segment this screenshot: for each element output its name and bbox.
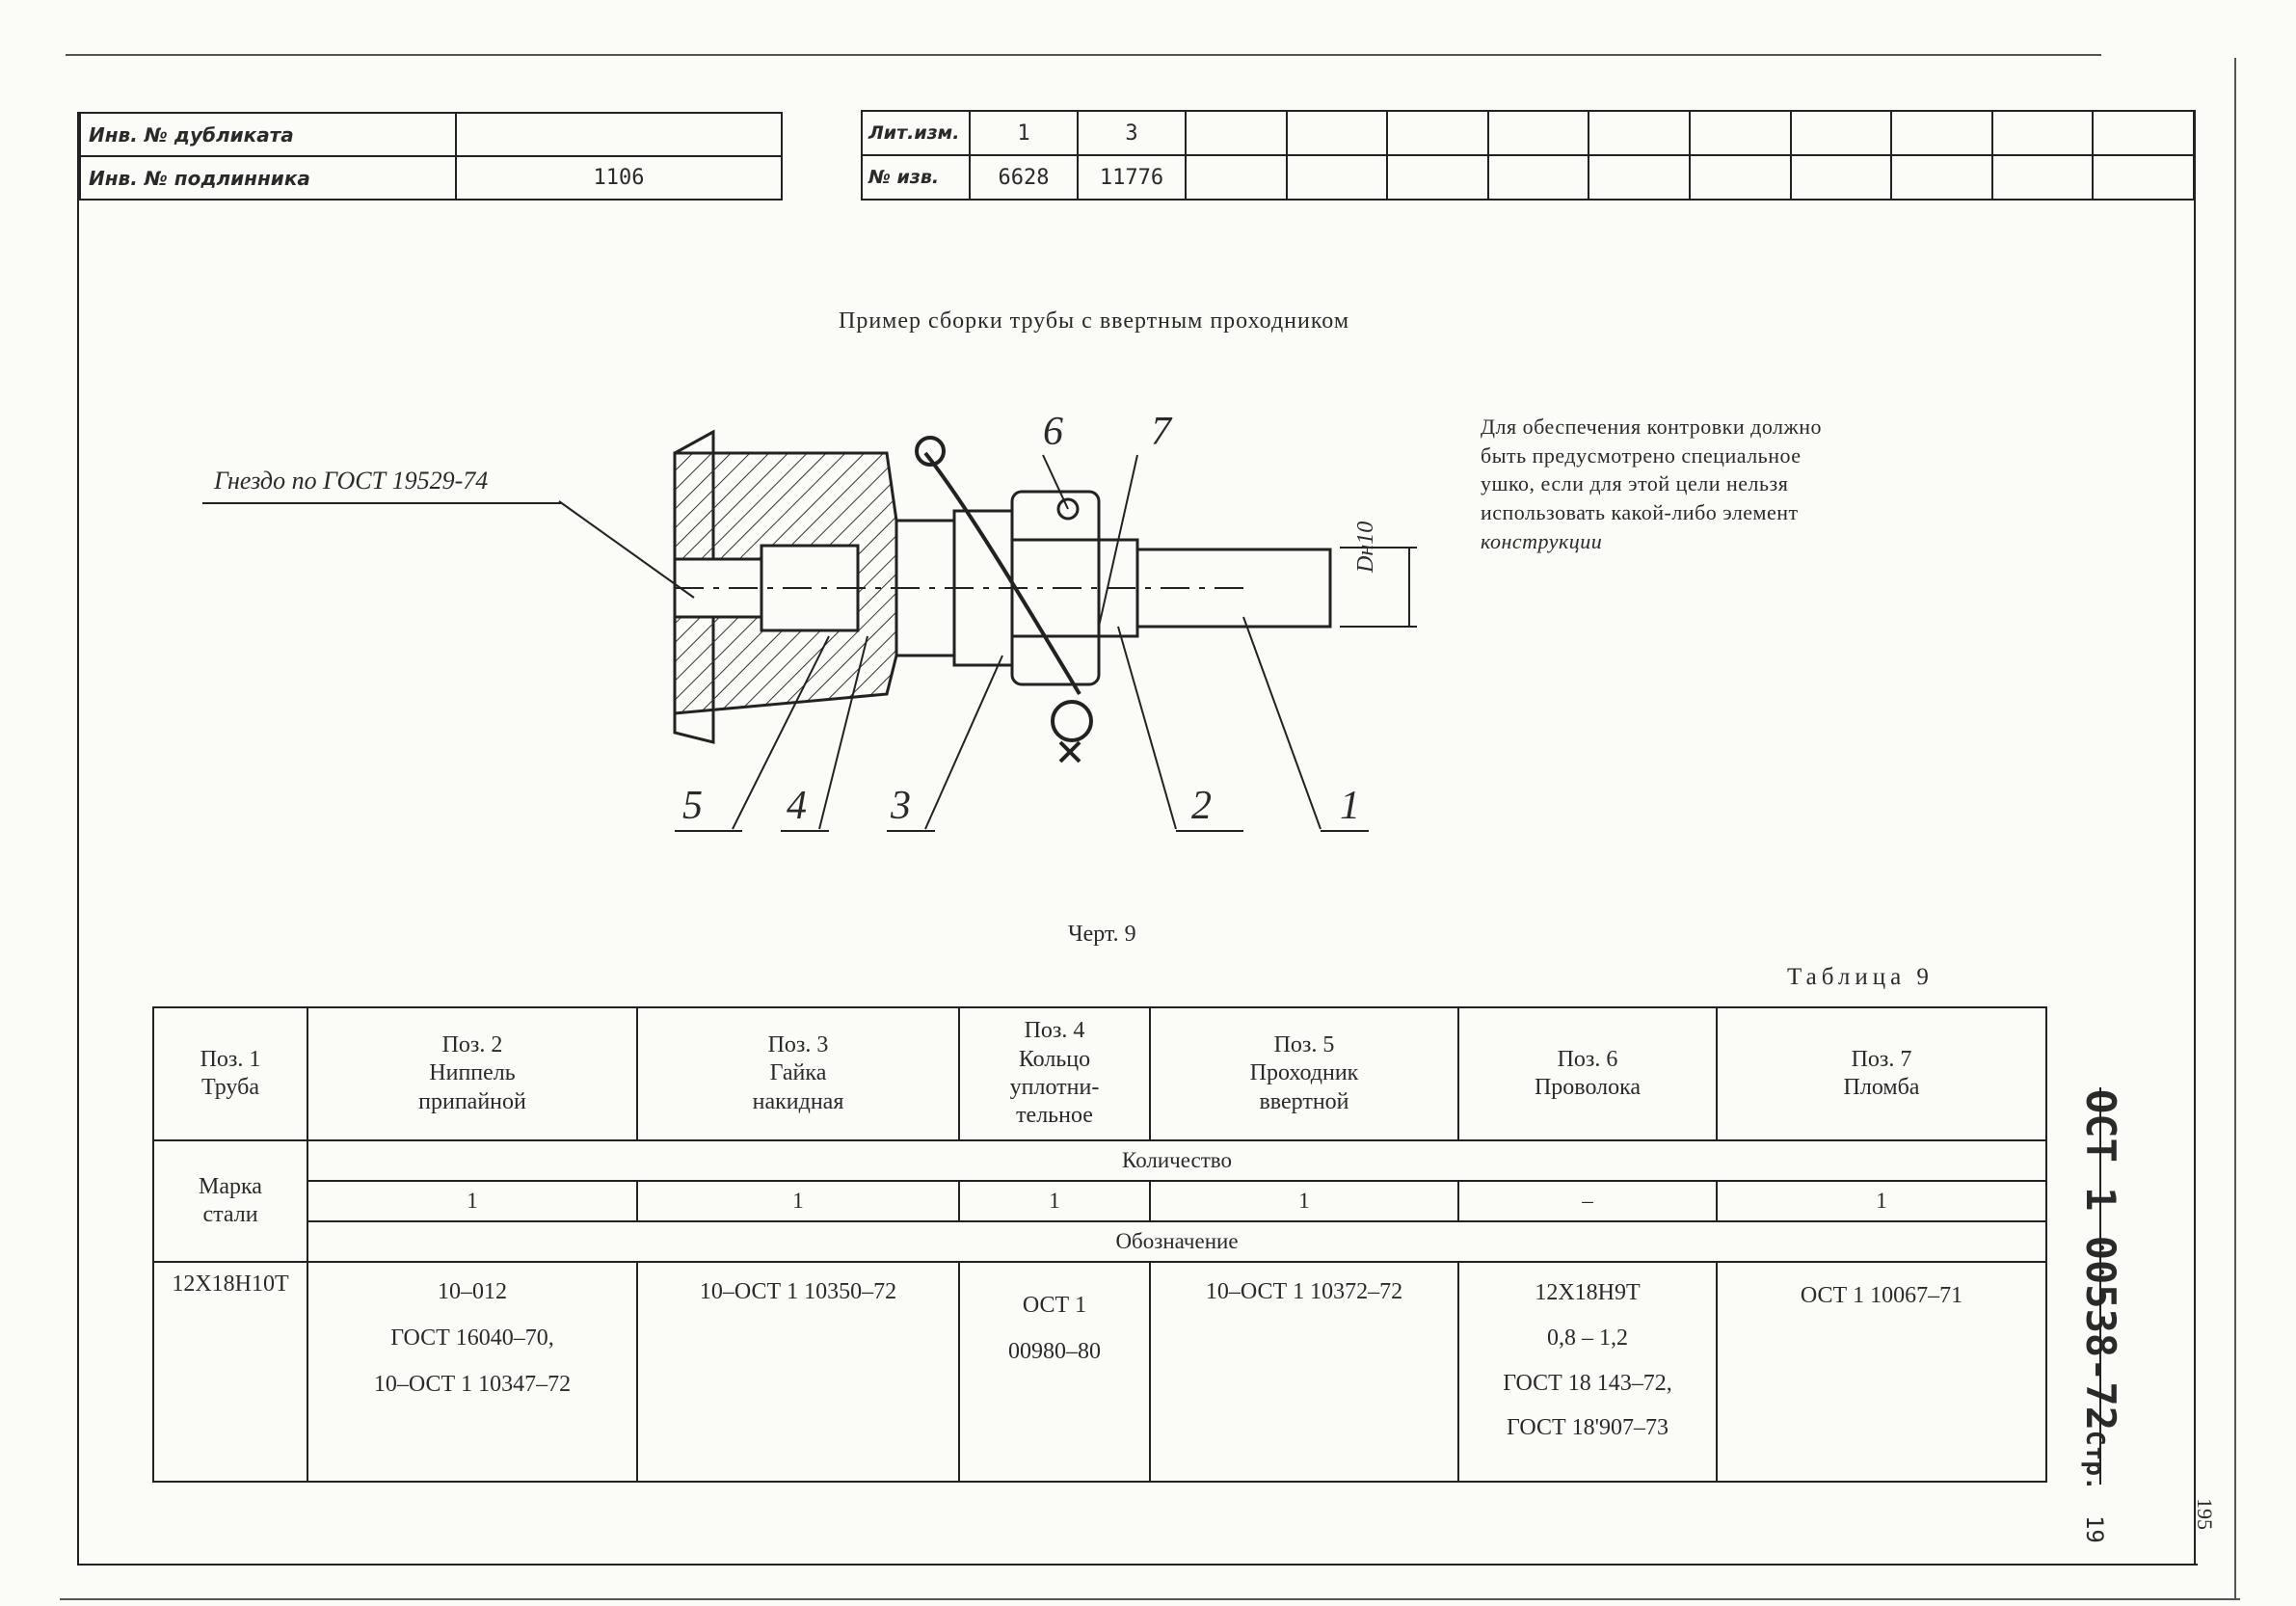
bottom-rule bbox=[60, 1598, 2240, 1600]
note-line: конструкции bbox=[1481, 528, 1603, 553]
outer-right bbox=[2234, 58, 2236, 1600]
frame-left bbox=[77, 112, 79, 1566]
designation-label: Обозначение bbox=[307, 1220, 2047, 1263]
doc-code-underline bbox=[2099, 1087, 2101, 1485]
callout-5: 5 bbox=[682, 784, 703, 828]
rev-letter-1: 1 bbox=[969, 110, 1079, 156]
qty-pos5: 1 bbox=[1149, 1180, 1459, 1222]
leader-lines bbox=[202, 454, 1369, 832]
sheet-number-block: 195 bbox=[2193, 1498, 2218, 1530]
frame-bottom bbox=[77, 1564, 2198, 1566]
callout-4: 4 bbox=[787, 784, 807, 828]
note-line: ушко, если для этой цели нельзя bbox=[1481, 471, 1789, 496]
orig-inv-value: 1106 bbox=[455, 155, 783, 201]
data-pos1: 12Х18Н10Т bbox=[152, 1261, 308, 1483]
dup-inv-value bbox=[455, 112, 783, 157]
col-header-2: Поз. 2 Ниппель припайной bbox=[307, 1006, 638, 1141]
data-pos3: 10–ОСТ 1 10350–72 bbox=[636, 1261, 960, 1483]
inventory-table: Инв. № дубликата Инв. № подлинника 1106 bbox=[79, 112, 783, 201]
dim-label: Dн10 bbox=[1353, 521, 1378, 573]
qty-pos6: – bbox=[1457, 1180, 1718, 1222]
notice-label: № изв. bbox=[861, 154, 971, 201]
data-pos7: ОСТ 1 10067–71 bbox=[1716, 1261, 2047, 1483]
data-pos6: 12Х18Н9Т 0,8 – 1,2 ГОСТ 18 143–72, ГОСТ … bbox=[1457, 1261, 1718, 1483]
sheet-number: 195 bbox=[2193, 1498, 2217, 1530]
seal-wire bbox=[915, 436, 1093, 763]
col-header-7: Поз. 7 Пломба bbox=[1716, 1006, 2047, 1141]
dimension-mark bbox=[1340, 547, 1417, 628]
qty-pos4: 1 bbox=[958, 1180, 1151, 1222]
rev-letter-2: 3 bbox=[1077, 110, 1187, 156]
qty-pos7: 1 bbox=[1716, 1180, 2047, 1222]
figure-title: Пример сборки трубы с ввертным проходник… bbox=[839, 308, 1350, 334]
revision-table: Лит.изм. 1 3 № изв. 6628 11776 bbox=[861, 110, 2195, 201]
col-header-1: Поз. 1 Труба bbox=[152, 1006, 308, 1141]
top-rule bbox=[66, 54, 2101, 56]
note-line: Для обеспечения контровки должно bbox=[1481, 415, 1823, 439]
parts-table: Поз. 1 Труба Поз. 2 Ниппель припайной По… bbox=[152, 1006, 2047, 1483]
notice-1: 6628 bbox=[969, 154, 1079, 201]
notice-2: 11776 bbox=[1077, 154, 1187, 201]
col-header-3: Поз. 3 Гайка накидная bbox=[636, 1006, 960, 1141]
dup-inv-label: Инв. № дубликата bbox=[79, 112, 457, 157]
figure-caption: Черт. 9 bbox=[1068, 922, 1136, 947]
data-pos2: 10–012 ГОСТ 16040–70, 10–ОСТ 1 10347–72 bbox=[307, 1261, 638, 1483]
socket-body bbox=[673, 429, 1253, 744]
doc-code-block: ОСТ 1 00538-72Стр. 19 bbox=[2077, 1089, 2154, 1543]
frame-right bbox=[2194, 110, 2196, 1566]
col-header-4: Поз. 4 Кольцо уплотни- тельное bbox=[958, 1006, 1151, 1141]
note-line: быть предусмотрено специальное bbox=[1481, 442, 1802, 468]
qty-pos3: 1 bbox=[636, 1180, 960, 1222]
steel-grade-label: Марка стали bbox=[152, 1139, 308, 1263]
nipple-nut bbox=[894, 490, 1332, 686]
col-header-5: Поз. 5 Проходник ввертной bbox=[1149, 1006, 1459, 1141]
data-pos5: 10–ОСТ 1 10372–72 bbox=[1149, 1261, 1459, 1483]
callout-6: 6 bbox=[1043, 410, 1063, 454]
orig-inv-label: Инв. № подлинника bbox=[79, 155, 457, 201]
data-pos4: ОСТ 1 00980–80 bbox=[958, 1261, 1151, 1483]
lockwire-note: Для обеспечения контровки должно быть пр… bbox=[1481, 413, 1822, 555]
rev-letter-label: Лит.изм. bbox=[861, 110, 971, 156]
callout-7: 7 bbox=[1151, 410, 1171, 454]
note-line: использовать какой-либо элемент bbox=[1481, 500, 1799, 525]
page-number: 19 bbox=[2081, 1514, 2108, 1543]
page-label: Стр. bbox=[2080, 1431, 2109, 1491]
quantity-label: Количество bbox=[307, 1139, 2047, 1182]
socket-label: Гнездо по ГОСТ 19529-74 bbox=[214, 467, 489, 495]
table-title: Таблица 9 bbox=[1787, 964, 1934, 990]
col-header-6: Поз. 6 Проволока bbox=[1457, 1006, 1718, 1141]
qty-pos2: 1 bbox=[307, 1180, 638, 1222]
callout-3: 3 bbox=[891, 784, 911, 828]
callout-2: 2 bbox=[1191, 784, 1212, 828]
callout-1: 1 bbox=[1340, 784, 1360, 828]
